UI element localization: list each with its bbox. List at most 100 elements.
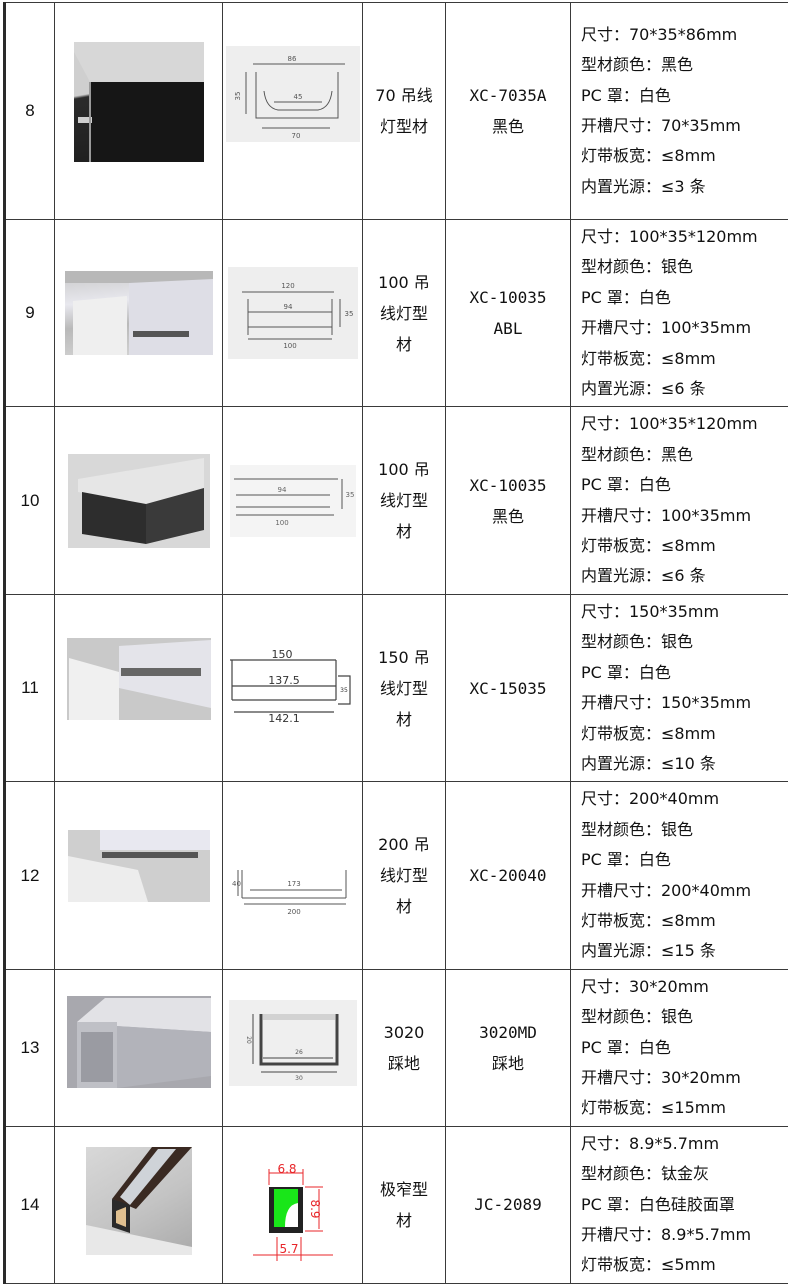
spec-list: 尺寸：30*20mm 型材颜色：银色 PC 罩：白色 开槽尺寸：30*20mm …: [571, 969, 788, 1126]
table-row: 11: [5, 594, 788, 781]
product-name: 200 吊 线灯型 材: [363, 782, 446, 969]
spec-cover: PC 罩：白色: [581, 470, 788, 500]
dimension-drawing-icon: 120 94 35 100: [228, 267, 358, 359]
narrow-profile-cad-drawing-icon: 6.8 8.9 5.7: [243, 1161, 343, 1263]
svg-text:20: 20: [245, 1036, 252, 1044]
svg-text:94: 94: [277, 486, 286, 494]
table-row: 12: [5, 782, 788, 969]
row-number: 10: [5, 407, 55, 594]
product-photo-cell: [55, 782, 223, 969]
spec-color: 型材颜色：黑色: [581, 440, 788, 470]
spec-cover: PC 罩：白色: [581, 283, 788, 313]
model-line: XC-20040: [446, 860, 570, 891]
name-line: 200 吊: [369, 829, 439, 860]
product-name: 100 吊 线灯型 材: [363, 220, 446, 407]
name-line: 150 吊: [369, 642, 439, 673]
model-line: 踩地: [446, 1048, 570, 1079]
profile-photo-graphic-icon: [68, 830, 210, 902]
spec-light-source: 内置光源：≤6 条: [581, 374, 788, 404]
product-name: 100 吊 线灯型 材: [363, 407, 446, 594]
row-number: 14: [5, 1126, 55, 1283]
spec-color: 型材颜色：银色: [581, 815, 788, 845]
product-name: 150 吊 线灯型 材: [363, 594, 446, 781]
model-number: JC-2089: [446, 1126, 571, 1283]
spec-color: 型材颜色：钛金灰: [581, 1159, 788, 1189]
spec-size: 尺寸：8.9*5.7mm: [581, 1129, 788, 1159]
profile-photo-graphic-icon: [65, 271, 213, 355]
name-line: 线灯型: [369, 298, 439, 329]
model-line: XC-15035: [446, 673, 570, 704]
product-photo-cell: [55, 220, 223, 407]
table-row: 14: [5, 1126, 788, 1283]
spec-color: 型材颜色：银色: [581, 627, 788, 657]
table-row: 10: [5, 407, 788, 594]
profile-cross-section-drawing-icon: 94 35 100: [230, 465, 356, 537]
profile-drawing-cell: 20 26 30: [223, 969, 363, 1126]
name-line: 70 吊线: [369, 80, 439, 111]
row-number: 13: [5, 969, 55, 1126]
spec-color: 型材颜色：银色: [581, 1002, 788, 1032]
name-line: 材: [369, 516, 439, 547]
spec-size: 尺寸：100*35*120mm: [581, 409, 788, 439]
profile-cross-section-drawing-icon: 40 173 200: [228, 838, 358, 934]
profile-drawing-cell: 94 35 100: [223, 407, 363, 594]
svg-text:142.1: 142.1: [268, 712, 300, 725]
profile-photo-graphic-icon: [68, 454, 210, 548]
spec-list: 尺寸：100*35*120mm 型材颜色：黑色 PC 罩：白色 开槽尺寸：100…: [571, 407, 788, 594]
model-number: 3020MD 踩地: [446, 969, 571, 1126]
profile-drawing-cell: 150 137.5 35 142.1: [223, 594, 363, 781]
table-row: 9: [5, 220, 788, 407]
spec-list: 尺寸：100*35*120mm 型材颜色：银色 PC 罩：白色 开槽尺寸：100…: [571, 220, 788, 407]
spec-list: 尺寸：200*40mm 型材颜色：银色 PC 罩：白色 开槽尺寸：200*40m…: [571, 782, 788, 969]
spec-size: 尺寸：100*35*120mm: [581, 222, 788, 252]
model-line: XC-10035: [446, 470, 570, 501]
profile-cross-section-drawing-icon: 150 137.5 35 142.1: [228, 648, 358, 728]
spec-light-source: 内置光源：≤3 条: [581, 172, 788, 202]
spec-slot: 开槽尺寸：150*35mm: [581, 688, 788, 718]
spec-list: 尺寸：8.9*5.7mm 型材颜色：钛金灰 PC 罩：白色硅胶面罩 开槽尺寸：8…: [571, 1126, 788, 1283]
spec-color: 型材颜色：银色: [581, 252, 788, 282]
black-aluminum-profile-photo-icon: [74, 42, 204, 162]
svg-text:70: 70: [291, 132, 300, 140]
dimension-drawing-icon: 94 35 100: [230, 465, 356, 537]
spec-light-source: 内置光源：≤6 条: [581, 561, 788, 591]
spec-cover: PC 罩：白色硅胶面罩: [581, 1190, 788, 1220]
profile-photo-graphic-icon: [67, 638, 211, 720]
product-photo-cell: [55, 969, 223, 1126]
profile-drawing-cell: 86 35 45 70: [223, 3, 363, 220]
narrow-profile-photo-icon: [86, 1147, 192, 1255]
profile-drawing-cell: 40 173 200: [223, 782, 363, 969]
svg-text:35: 35: [234, 92, 242, 101]
spec-strip-width: 灯带板宽：≤8mm: [581, 906, 788, 936]
silver-aluminum-profile-photo-icon: [67, 996, 211, 1088]
model-line: 黑色: [446, 111, 570, 142]
svg-text:94: 94: [283, 303, 292, 311]
svg-text:100: 100: [275, 519, 288, 527]
profile-drawing-cell: 6.8 8.9 5.7: [223, 1126, 363, 1283]
product-photo-cell: [55, 407, 223, 594]
svg-text:45: 45: [293, 93, 302, 101]
name-line: 极窄型: [369, 1174, 439, 1205]
model-line: 3020MD: [446, 1017, 570, 1048]
silver-aluminum-profile-photo-icon: [68, 830, 210, 902]
cad-dimension-drawing-icon: 6.8 8.9 5.7: [243, 1161, 343, 1263]
profile-drawing-cell: 120 94 35 100: [223, 220, 363, 407]
model-line: XC-7035A: [446, 80, 570, 111]
product-name: 70 吊线 灯型材: [363, 3, 446, 220]
spec-slot: 开槽尺寸：8.9*5.7mm: [581, 1220, 788, 1250]
spec-size: 尺寸：200*40mm: [581, 784, 788, 814]
model-number: XC-15035: [446, 594, 571, 781]
spec-strip-width: 灯带板宽：≤8mm: [581, 344, 788, 374]
name-line: 材: [369, 891, 439, 922]
spec-strip-width: 灯带板宽：≤8mm: [581, 719, 788, 749]
spec-slot: 开槽尺寸：100*35mm: [581, 501, 788, 531]
svg-text:120: 120: [281, 282, 294, 290]
svg-text:26: 26: [295, 1049, 303, 1056]
profile-photo-graphic-icon: [74, 42, 204, 162]
row-number: 8: [5, 3, 55, 220]
spec-cover: PC 罩：白色: [581, 658, 788, 688]
model-number: XC-20040: [446, 782, 571, 969]
name-line: 灯型材: [369, 111, 439, 142]
product-photo-cell: [55, 1126, 223, 1283]
name-line: 材: [369, 1205, 439, 1236]
